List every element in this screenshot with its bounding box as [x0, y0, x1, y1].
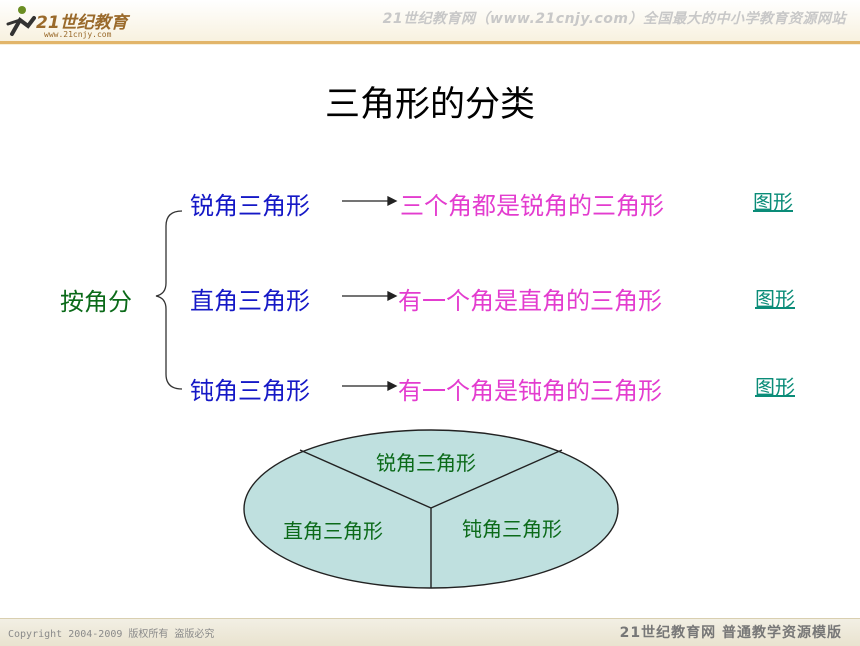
logo-text: 21世纪教育	[36, 13, 128, 33]
footer-bar	[0, 618, 860, 646]
logo-url: www.21cnjy.com	[44, 30, 112, 39]
type-obtuse: 钝角三角形	[190, 377, 310, 405]
runner-logo-icon	[6, 6, 36, 36]
header-slogan: 21世纪教育网（www.21cnjy.com）全国最大的中小学教育资源网站	[382, 11, 846, 27]
figure-link-right[interactable]: 图形	[755, 287, 795, 311]
header-bar	[0, 0, 860, 45]
arrow-3	[342, 380, 398, 392]
type-right: 直角三角形	[190, 287, 310, 315]
ellipse-label-acute: 锐角三角形	[376, 451, 476, 475]
arrow-1	[342, 195, 398, 207]
definition-right: 有一个角是直角的三角形	[398, 287, 662, 315]
definition-obtuse: 有一个角是钝角的三角形	[398, 377, 662, 405]
figure-link-obtuse[interactable]: 图形	[755, 375, 795, 399]
ellipse-label-right: 直角三角形	[283, 519, 383, 543]
figure-link-acute[interactable]: 图形	[753, 190, 793, 214]
site-logo[interactable]: 21世纪教育 www.21cnjy.com	[6, 4, 146, 40]
footer-brand: 21世纪教育网 普通教学资源模版	[619, 625, 842, 641]
definition-acute: 三个角都是锐角的三角形	[400, 192, 664, 220]
header-divider	[0, 41, 860, 44]
ellipse-label-obtuse: 钝角三角形	[462, 517, 562, 541]
arrow-2	[342, 290, 398, 302]
left-brace	[155, 210, 183, 390]
group-label-by-angle: 按角分	[60, 288, 132, 316]
footer-copyright: Copyright 2004-2009 版权所有 盗版必究	[8, 629, 215, 640]
page-title: 三角形的分类	[324, 85, 535, 125]
type-acute: 锐角三角形	[190, 192, 310, 220]
